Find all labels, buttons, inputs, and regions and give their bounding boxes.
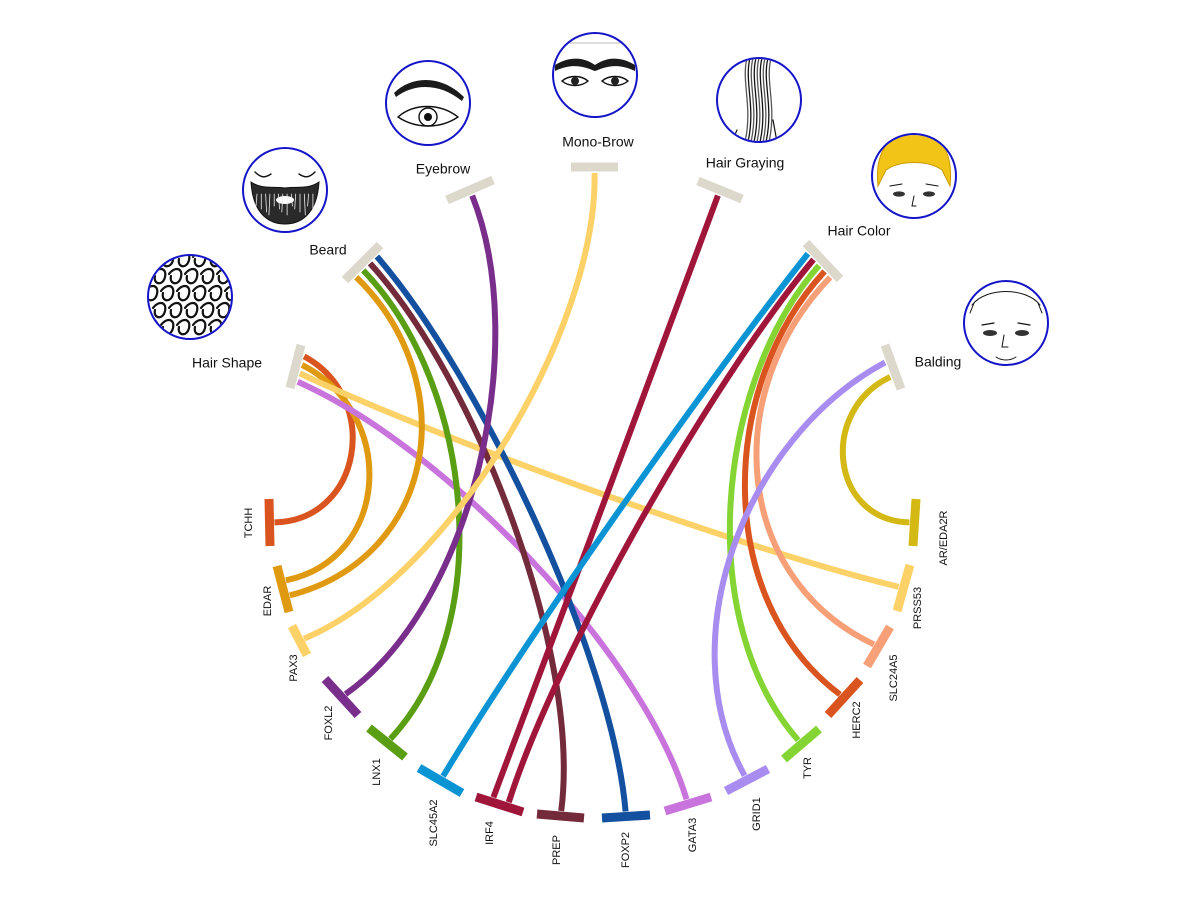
- link-hair-color-slc24a5: [753, 275, 876, 648]
- mono-brow-icon: [552, 32, 638, 118]
- gene-label-lnx1: LNX1: [371, 758, 383, 786]
- gene-bar-foxp2: [601, 810, 651, 823]
- gene-label-prss53: PRSS53: [912, 587, 924, 629]
- gene-bar-ar-eda2r: [908, 498, 921, 547]
- link-hair-shape-tchh: [274, 353, 356, 526]
- gene-bar-tyr: [781, 725, 822, 763]
- gene-bar-gata3: [663, 792, 713, 816]
- trait-bar-beard: [341, 241, 384, 284]
- link-hair-graying-irf4: [490, 194, 721, 799]
- icons-layer: [147, 32, 1049, 366]
- trait-label-mono-brow: Mono-Brow: [562, 134, 634, 150]
- link-beard-lnx1: [361, 268, 463, 741]
- trait-label-hair-color: Hair Color: [827, 223, 890, 239]
- gene-label-prep: PREP: [551, 835, 563, 865]
- gray-hair-icon: [716, 57, 802, 143]
- gene-label-herc2: HERC2: [851, 701, 863, 738]
- link-hair-shape-prss53: [298, 370, 900, 590]
- link-hair-color-herc2: [741, 269, 842, 697]
- link-mono-brow-pax3: [302, 172, 598, 642]
- link-balding-ar-eda2r: [839, 374, 910, 526]
- link-beard-edar: [289, 275, 425, 599]
- trait-bar-hair-shape: [285, 343, 306, 390]
- balding-head-icon: [963, 280, 1049, 366]
- trait-label-beard: Beard: [309, 242, 346, 258]
- trait-bar-balding: [880, 343, 906, 391]
- gene-label-edar: EDAR: [262, 586, 274, 617]
- gene-bar-prss53: [892, 563, 915, 613]
- link-beard-foxp2: [374, 254, 629, 812]
- gene-bar-slc45a2: [416, 764, 465, 797]
- gene-label-gata3: GATA3: [687, 818, 699, 852]
- links-layer: [274, 172, 910, 812]
- trait-bar-eyebrow: [445, 175, 495, 205]
- gene-label-foxl2: FOXL2: [323, 706, 335, 741]
- trait-label-hair-graying: Hair Graying: [706, 155, 785, 171]
- link-eyebrow-foxl2: [343, 194, 499, 697]
- eye-eyebrow-icon: [385, 60, 471, 146]
- link-balding-grid1: [711, 359, 887, 778]
- gene-label-slc24a5: SLC24A5: [888, 654, 900, 701]
- gene-label-tchh: TCHH: [243, 508, 255, 539]
- trait-bar-hair-graying: [696, 176, 744, 204]
- trait-label-balding: Balding: [915, 354, 962, 370]
- gene-label-irf4: IRF4: [484, 821, 496, 845]
- link-hair-color-slc45a2: [440, 251, 811, 778]
- link-beard-prep: [367, 261, 567, 812]
- blonde-hair-icon: [871, 133, 957, 219]
- gene-bar-herc2: [824, 676, 864, 719]
- trait-bar-hair-color: [802, 239, 844, 283]
- link-hair-color-tyr: [726, 263, 822, 743]
- gene-bar-slc24a5: [863, 624, 894, 669]
- gene-label-ar-eda2r: AR/EDA2R: [938, 510, 950, 565]
- beard-icon: [242, 147, 328, 233]
- link-hair-shape-gata3: [296, 379, 690, 801]
- trait-label-hair-shape: Hair Shape: [192, 355, 262, 371]
- bars-layer: [264, 162, 921, 823]
- gene-bar-grid1: [723, 765, 771, 795]
- gene-bar-foxl2: [321, 675, 362, 719]
- gene-bar-tchh: [264, 498, 275, 547]
- gene-bar-prep: [536, 809, 585, 823]
- curly-hair-icon: [147, 254, 233, 340]
- gene-bar-lnx1: [366, 724, 408, 761]
- gene-bar-edar: [272, 564, 294, 614]
- gene-label-pax3: PAX3: [288, 654, 300, 681]
- gene-label-grid1: GRID1: [751, 797, 763, 831]
- gene-bar-irf4: [474, 792, 525, 817]
- gene-label-tyr: TYR: [802, 757, 814, 779]
- link-hair-color-irf4: [505, 257, 816, 804]
- gene-label-foxp2: FOXP2: [620, 832, 632, 868]
- trait-label-eyebrow: Eyebrow: [416, 161, 471, 177]
- gene-bar-pax3: [288, 623, 311, 658]
- gene-label-slc45a2: SLC45A2: [428, 799, 440, 846]
